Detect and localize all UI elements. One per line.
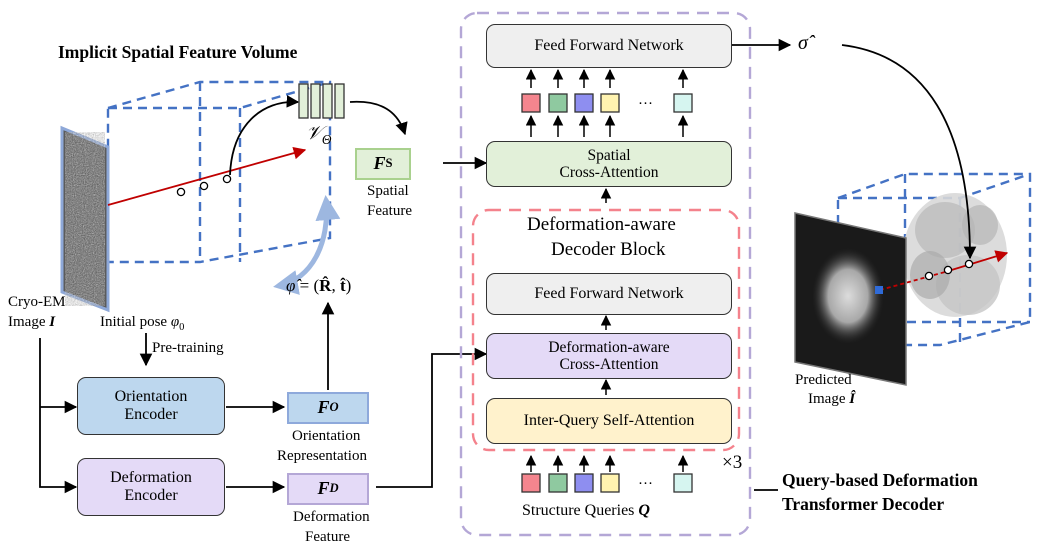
cryo-em-label-2: Image I	[8, 314, 55, 331]
cryo-em-word: Image	[8, 314, 50, 330]
ellipsis-bottom: ···	[638, 476, 653, 492]
transformer-decoder-container	[459, 11, 752, 537]
pose-phi: φ̂	[286, 276, 296, 295]
protein-structure	[903, 193, 1007, 317]
deformation-feature-subscript: D	[329, 481, 339, 496]
orientation-caption-2: Representation	[277, 448, 367, 464]
decoder-block-title-1: Deformation-aware	[527, 214, 676, 235]
deformation-caption-1: Deformation	[293, 509, 370, 525]
v-theta-label: 𝒱Θ	[306, 123, 331, 147]
qdt-title-2: Transformer Decoder	[782, 494, 945, 514]
initial-pose-label: Initial pose φ0	[100, 314, 184, 334]
feed-forward-network-top: Feed Forward Network	[486, 24, 732, 68]
predicted-image	[794, 212, 907, 386]
structure-query-row	[521, 473, 693, 493]
cryo-em-label-1: Cryo-EM	[8, 294, 66, 310]
pretraining-label: Pre-training	[152, 340, 224, 356]
predicted-image-label-2: Image Î	[808, 391, 855, 408]
transformer-internal-arrows	[525, 68, 689, 472]
pose-rotation: R̂	[319, 276, 332, 295]
orientation-feature-subscript: O	[329, 400, 339, 415]
orientation-feature-symbol: F	[317, 397, 330, 418]
decoder-block-container	[471, 208, 741, 452]
sampling-ray-left	[107, 146, 307, 206]
deformation-feature-symbol: F	[317, 478, 330, 499]
deformation-encoder: Deformation Encoder	[77, 458, 225, 516]
deformation-caption-2: Feature	[305, 529, 350, 545]
predicted-image-label-1: Predicted	[795, 372, 852, 388]
feature-to-spatial-arrow	[349, 100, 408, 136]
pose-estimate-label: φ̂ = (R̂, t̂)	[286, 276, 351, 296]
spatial-feature-subscript: S	[385, 156, 393, 171]
v-theta-subscript: Θ	[321, 131, 332, 147]
orientation-encoder: Orientation Encoder	[77, 377, 225, 435]
volume-cube-left	[106, 80, 332, 264]
feed-forward-network-inner: Feed Forward Network	[486, 273, 732, 315]
structure-queries-text: Structure Queries	[522, 502, 639, 519]
inter-query-self-attention: Inter-Query Self-Attention	[486, 398, 732, 444]
sigma-output: σ̂	[798, 32, 808, 54]
sampling-ray-right	[875, 250, 1009, 294]
initial-pose-phi: φ	[170, 314, 180, 330]
qdt-title-1: Query-based Deformation	[782, 470, 978, 490]
decoder-block-title-2: Decoder Block	[551, 239, 666, 260]
pose-close: )	[345, 276, 352, 295]
predicted-image-word: Image	[808, 391, 850, 407]
ellipsis-top: ···	[638, 96, 653, 112]
pose-update-arrow	[273, 195, 341, 295]
deform-attn-line-2: Cross-Attention	[559, 356, 659, 373]
spatial-caption-1: Spatial	[367, 183, 409, 199]
deform-attn-line-1: Deformation-aware	[548, 338, 670, 356]
sigma-to-density-arrow	[841, 44, 977, 260]
structure-queries-symbol: Q	[638, 502, 650, 519]
initial-pose-subscript: 0	[179, 322, 185, 333]
times-three-label: ×3	[722, 452, 743, 473]
pose-equals: = (	[295, 276, 320, 295]
cryo-em-image	[60, 125, 110, 313]
initial-pose-text: Initial pose	[100, 314, 171, 330]
structure-queries-label: Structure Queries Q	[522, 502, 650, 520]
spatial-feature-symbol: F	[373, 153, 386, 174]
spatial-caption-2: Feature	[367, 203, 412, 219]
pose-translation: t̂	[339, 276, 346, 295]
spatial-attn-line-1: Spatial	[587, 146, 631, 164]
orientation-caption-1: Orientation	[292, 428, 361, 444]
left-pipeline-arrows	[39, 38, 792, 494]
output-token-row	[521, 93, 693, 113]
v-theta-feature-stack	[298, 83, 345, 119]
predicted-image-symbol: Î	[849, 391, 856, 407]
query-volume-arrow	[229, 95, 300, 176]
volume-title: Implicit Spatial Feature Volume	[58, 42, 298, 62]
spatial-attn-line-2: Cross-Attention	[559, 164, 659, 181]
pose-comma: ,	[331, 276, 340, 295]
v-theta-symbol: 𝒱	[306, 123, 322, 144]
cryo-em-symbol: I	[49, 314, 56, 330]
